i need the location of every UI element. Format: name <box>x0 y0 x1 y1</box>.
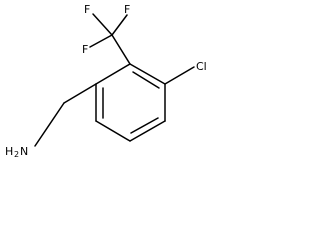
bond-ring-cf3 <box>111 34 131 65</box>
double-bond-inner-c4-c5 <box>130 117 159 134</box>
bond-cf3-f-top-right <box>111 14 128 36</box>
ring-bond-c1-c2 <box>95 63 131 85</box>
ring-bond-c4-c5 <box>129 120 166 142</box>
fluorine-top-right-label: F <box>124 3 130 16</box>
structure-svg: F F F Cl H 2 N <box>5 3 207 158</box>
ring-bond-c2-c3 <box>129 63 166 85</box>
bond-ch2-nh2 <box>34 102 65 147</box>
chlorine-label: Cl <box>196 60 207 73</box>
bond-ring-ch2 <box>63 83 97 104</box>
bond-ring-cl <box>164 66 195 85</box>
amine-label: H 2 N <box>5 145 28 158</box>
fluorine-left-label: F <box>82 43 88 56</box>
fluorine-top-left-label: F <box>84 3 90 16</box>
bond-cf3-f-left <box>89 34 113 48</box>
amine-h-label: H <box>5 145 13 158</box>
molecule-diagram: F F F Cl H 2 N <box>5 3 207 158</box>
ring-bond-c5-c6 <box>95 120 131 142</box>
bond-cf3-f-top-left <box>92 13 113 36</box>
amine-n-label: N <box>20 145 28 158</box>
double-bond-inner-c2-c3 <box>132 71 160 89</box>
amine-subscript-label: 2 <box>14 150 19 158</box>
